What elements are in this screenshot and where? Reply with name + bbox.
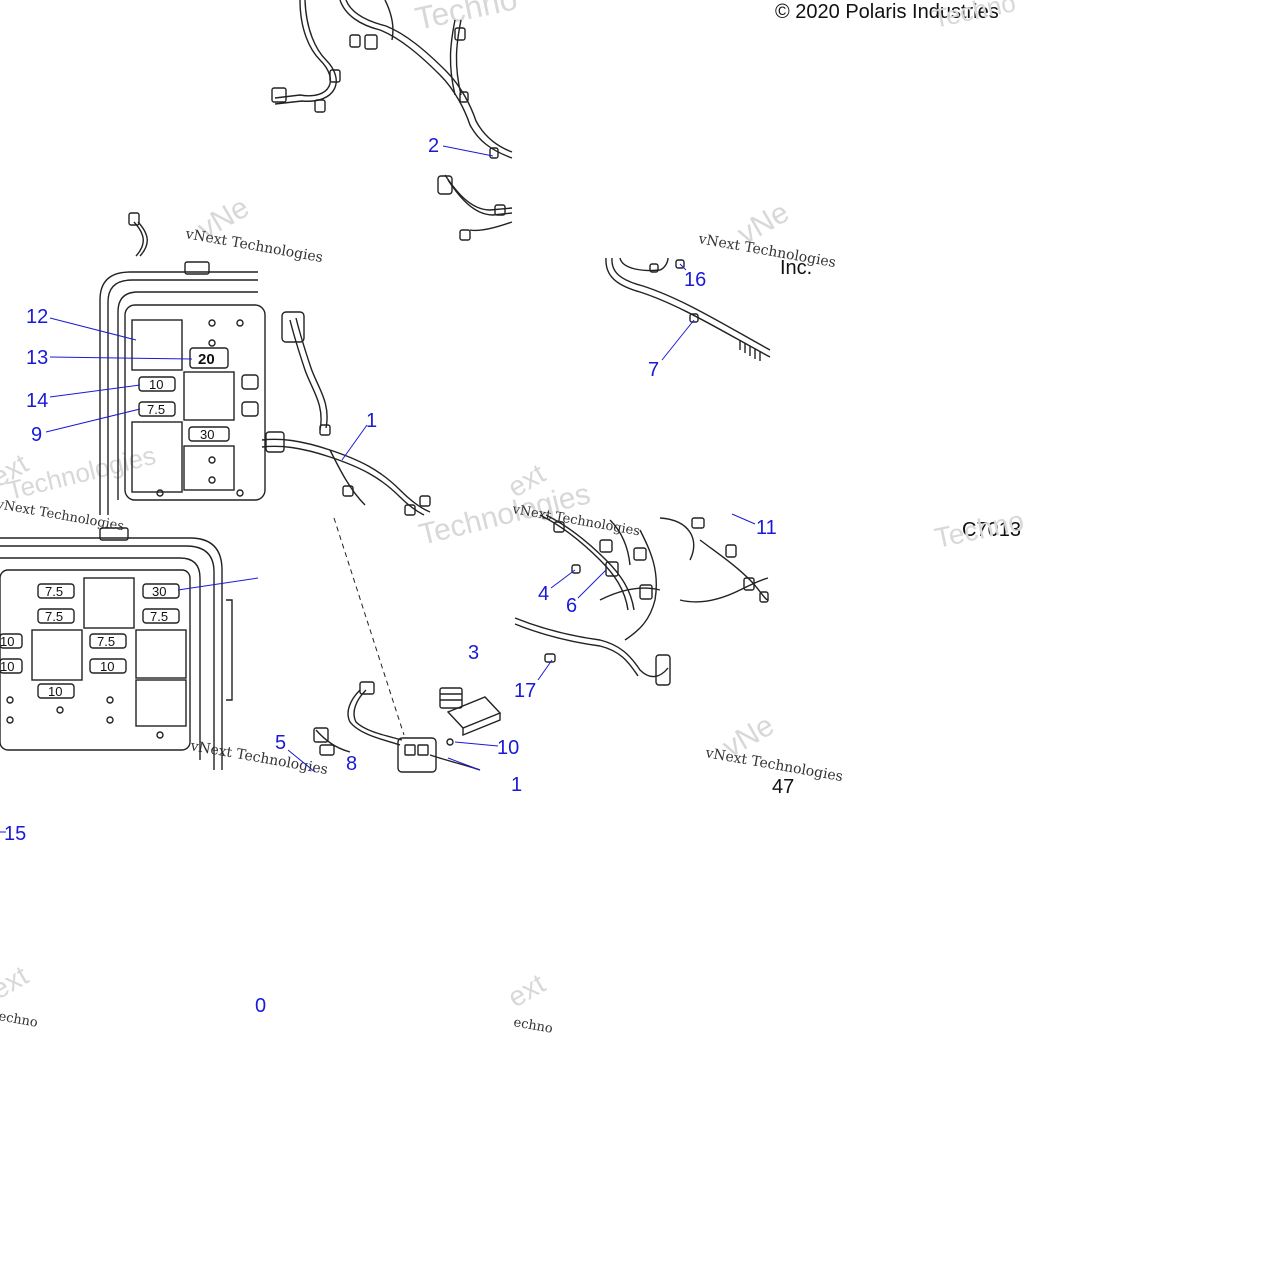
leader-1 xyxy=(341,424,368,461)
leader-30-lower xyxy=(177,577,259,591)
callout-13: 13 xyxy=(26,347,48,369)
callout-8: 8 xyxy=(346,753,357,775)
watermark-small-1: vNext Technologies xyxy=(183,226,324,266)
fuse-b-10-c: 10 xyxy=(0,659,14,674)
fuse-box-upper xyxy=(99,261,266,515)
watermark-small-7: echno xyxy=(0,1009,39,1031)
leader-2 xyxy=(442,145,494,157)
fuse-b-10-b: 10 xyxy=(0,634,14,649)
inc-fragment: Inc. xyxy=(780,257,812,279)
connector-top-left xyxy=(128,212,148,257)
fuse-b-7-5-d: 7.5 xyxy=(97,634,115,649)
callout-11: 11 xyxy=(756,517,777,539)
fuse-30: 30 xyxy=(200,427,214,442)
callout-1: 1 xyxy=(366,410,377,432)
page-number: 47 xyxy=(772,776,794,798)
copyright-text: © 2020 Polaris Industries xyxy=(775,1,999,23)
callout-14: 14 xyxy=(26,390,48,412)
leader-16 xyxy=(679,263,687,271)
leader-4 xyxy=(550,569,576,589)
watermark-big-10: ext xyxy=(0,960,34,1006)
leader-7 xyxy=(661,319,695,361)
callout-4: 4 xyxy=(538,583,549,605)
callout-10: 10 xyxy=(497,737,519,759)
watermark-small-5: vNext Technologies xyxy=(0,497,125,534)
callout-fragment-0: 0 xyxy=(255,995,266,1017)
watermark-big-4: Techno xyxy=(932,505,1027,554)
watermark-big-12: Technologies xyxy=(4,440,159,506)
leader-13 xyxy=(49,356,193,360)
callout-12: 12 xyxy=(26,306,48,328)
callout-15: 15 xyxy=(4,823,26,845)
callout-7: 7 xyxy=(648,359,659,381)
watermark-small-3: vNext Technologies xyxy=(188,738,329,778)
fuse-b-7-5-c: 7.5 xyxy=(150,609,168,624)
callout-17: 17 xyxy=(514,680,536,702)
harness-center xyxy=(261,311,431,516)
leader-14 xyxy=(49,384,141,398)
leader-12 xyxy=(49,317,137,341)
fuse-b-10-a: 10 xyxy=(100,659,114,674)
harness-top xyxy=(271,0,513,241)
fuse-b-7-5-b: 7.5 xyxy=(45,609,63,624)
watermark-big-1: Techno xyxy=(412,0,520,37)
leader-6 xyxy=(577,569,607,599)
fuse-20: 20 xyxy=(198,351,215,368)
leader-17 xyxy=(537,659,553,681)
fuse-box-lower xyxy=(0,527,233,770)
leader-1b xyxy=(447,757,481,771)
leader-10 xyxy=(454,741,499,747)
leader-11 xyxy=(731,513,756,525)
callout-1-lower: 1 xyxy=(511,774,522,796)
fuse-b-10-d: 10 xyxy=(48,684,62,699)
figure-code: C7013 xyxy=(962,519,1021,541)
leader-5 xyxy=(287,749,316,773)
callout-5: 5 xyxy=(275,732,286,754)
callout-2: 2 xyxy=(428,135,439,157)
watermark-big-2: Techno xyxy=(930,0,1018,34)
fuse-10: 10 xyxy=(149,377,163,392)
leader-9 xyxy=(45,408,141,433)
harness-lower-right xyxy=(514,514,769,686)
tile-edge xyxy=(258,256,261,262)
watermark-big-11: ext xyxy=(503,968,551,1014)
callout-16: 16 xyxy=(684,269,706,291)
fuse-b-30: 30 xyxy=(152,584,166,599)
callout-3: 3 xyxy=(468,642,479,664)
harness-right-upper xyxy=(605,257,771,361)
watermark-small-8: echno xyxy=(512,1015,554,1037)
callout-9: 9 xyxy=(31,424,42,446)
fuse-b-7-5-a: 7.5 xyxy=(45,584,63,599)
fuse-7-5: 7.5 xyxy=(147,402,165,417)
callout-6: 6 xyxy=(566,595,577,617)
